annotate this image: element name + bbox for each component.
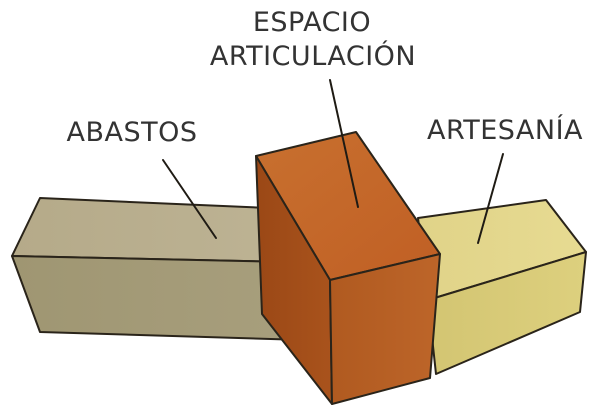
espacio-front-face bbox=[329, 253, 441, 405]
label-abastos: ABASTOS bbox=[66, 117, 198, 148]
pointer-lines bbox=[162, 79, 504, 244]
label-espacio-line1: ESPACIO bbox=[252, 7, 372, 38]
pointer-line-abastos bbox=[162, 159, 217, 239]
label-artesania: ARTESANÍA bbox=[426, 115, 584, 146]
artesania-front-face bbox=[427, 251, 587, 375]
label-espacio-line2: ARTICULACIÓN bbox=[209, 41, 417, 72]
espacio-articulacion-block bbox=[255, 131, 441, 405]
abastos-top-face bbox=[11, 197, 291, 263]
pointer-line-espacio bbox=[329, 79, 359, 208]
abastos-block bbox=[11, 197, 305, 341]
artesania-block bbox=[417, 199, 587, 375]
pointer-line-artesania bbox=[477, 153, 504, 244]
